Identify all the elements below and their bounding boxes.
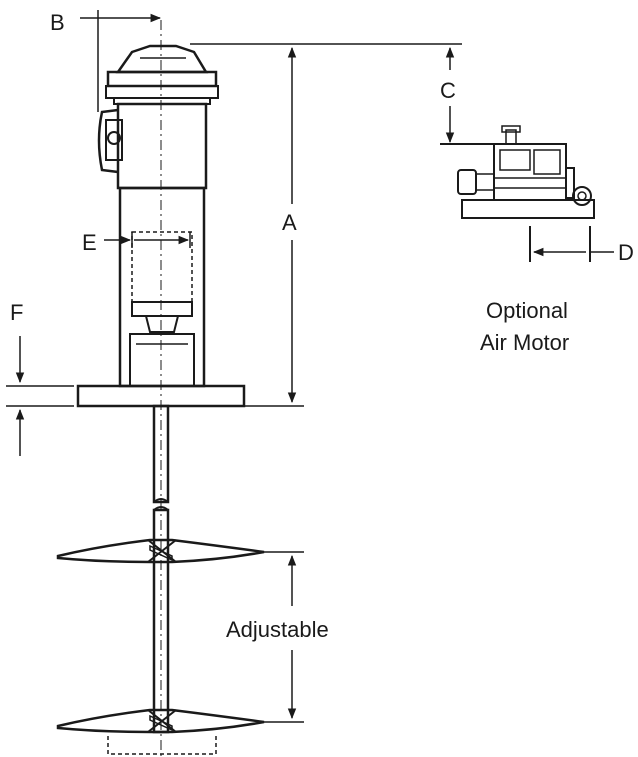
mixer-assembly <box>56 20 265 756</box>
label-e: E <box>82 230 97 255</box>
label-c: C <box>440 78 456 103</box>
air-motor-illustration <box>457 125 595 219</box>
dimension-b: B <box>50 10 162 112</box>
dimension-a: A <box>190 43 462 407</box>
side-knob <box>97 108 119 174</box>
motor-top-band <box>106 70 218 88</box>
lower-impeller <box>56 708 265 734</box>
upper-impeller <box>56 538 265 564</box>
dimension-adjustable: Adjustable <box>226 551 329 723</box>
label-f: F <box>10 300 23 325</box>
dimension-f: F <box>6 300 74 456</box>
air-motor-caption: Optional Air Motor <box>480 298 569 355</box>
label-d: D <box>618 240 634 265</box>
caption-line-2: Air Motor <box>480 330 569 355</box>
gearbox <box>129 333 195 387</box>
label-a: A <box>282 210 297 235</box>
caption-line-1: Optional <box>486 298 568 323</box>
label-adjustable: Adjustable <box>226 617 329 642</box>
dimension-d: D <box>529 226 634 265</box>
motor-cap <box>115 44 209 74</box>
motor-housing <box>116 102 208 190</box>
dimension-c: C <box>440 46 500 145</box>
stabilizer-outline <box>107 736 217 755</box>
dimension-e: E <box>82 230 191 255</box>
label-b: B <box>50 10 65 35</box>
coupling <box>131 301 193 317</box>
